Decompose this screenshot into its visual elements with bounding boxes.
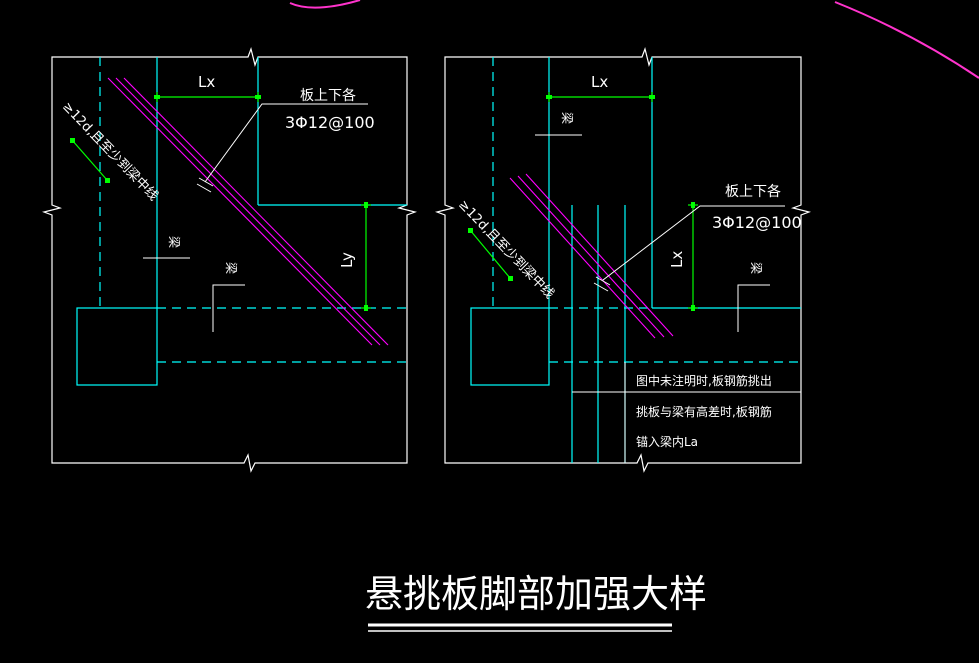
left-dimension-markers — [70, 95, 368, 311]
right-rebar-callout-line1: 板上下各 — [725, 184, 781, 200]
right-diagonal-rebars — [509, 173, 674, 339]
left-anchor-note: ≥12d,且至少到梁中线 — [59, 99, 161, 204]
left-dim-ly-label: Ly — [338, 252, 356, 268]
right-frame — [434, 46, 812, 473]
left-rebar-callout-line2: 3Φ12@100 — [285, 113, 375, 132]
title-underline — [368, 623, 672, 632]
left-beam-label-1: 梁 — [167, 236, 182, 248]
right-beam-label-1: 梁 — [560, 112, 575, 124]
left-beam-label-2: 梁 — [224, 262, 239, 274]
right-note-line2: 挑板与梁有高差时,板钢筋 — [636, 404, 772, 419]
right-note-line1: 图中未注明时,板钢筋挑出 — [636, 373, 772, 388]
cursor-curves — [289, 0, 979, 79]
left-leaders — [143, 103, 368, 332]
drawing-title: 悬挑板脚部加强大样 — [365, 572, 707, 616]
right-dimension-markers — [468, 95, 695, 311]
left-diagonal-rebars — [107, 77, 389, 346]
right-detail: Lx Lx 板上下各 3Φ12@100 ≥12d,且至少到梁中线 梁 梁 图中未… — [434, 46, 812, 473]
left-beams — [76, 57, 407, 386]
right-dimensions — [469, 92, 698, 309]
right-dim-lx-side-label: Lx — [668, 251, 686, 268]
right-dim-lx-top-label: Lx — [591, 73, 608, 91]
right-note-line3: 锚入梁内La — [636, 434, 698, 449]
left-dimensions — [71, 92, 371, 309]
left-rebar-callout-line1: 板上下各 — [300, 88, 356, 104]
right-rebar-callout-line2: 3Φ12@100 — [712, 213, 802, 232]
left-detail: Lx Ly 板上下各 3Φ12@100 ≥12d,且至少到梁中线 梁 梁 — [41, 46, 418, 473]
left-dim-lx-label: Lx — [198, 73, 215, 91]
left-frame — [41, 46, 418, 473]
right-leaders — [535, 134, 801, 463]
right-beam-label-2: 梁 — [749, 262, 764, 274]
